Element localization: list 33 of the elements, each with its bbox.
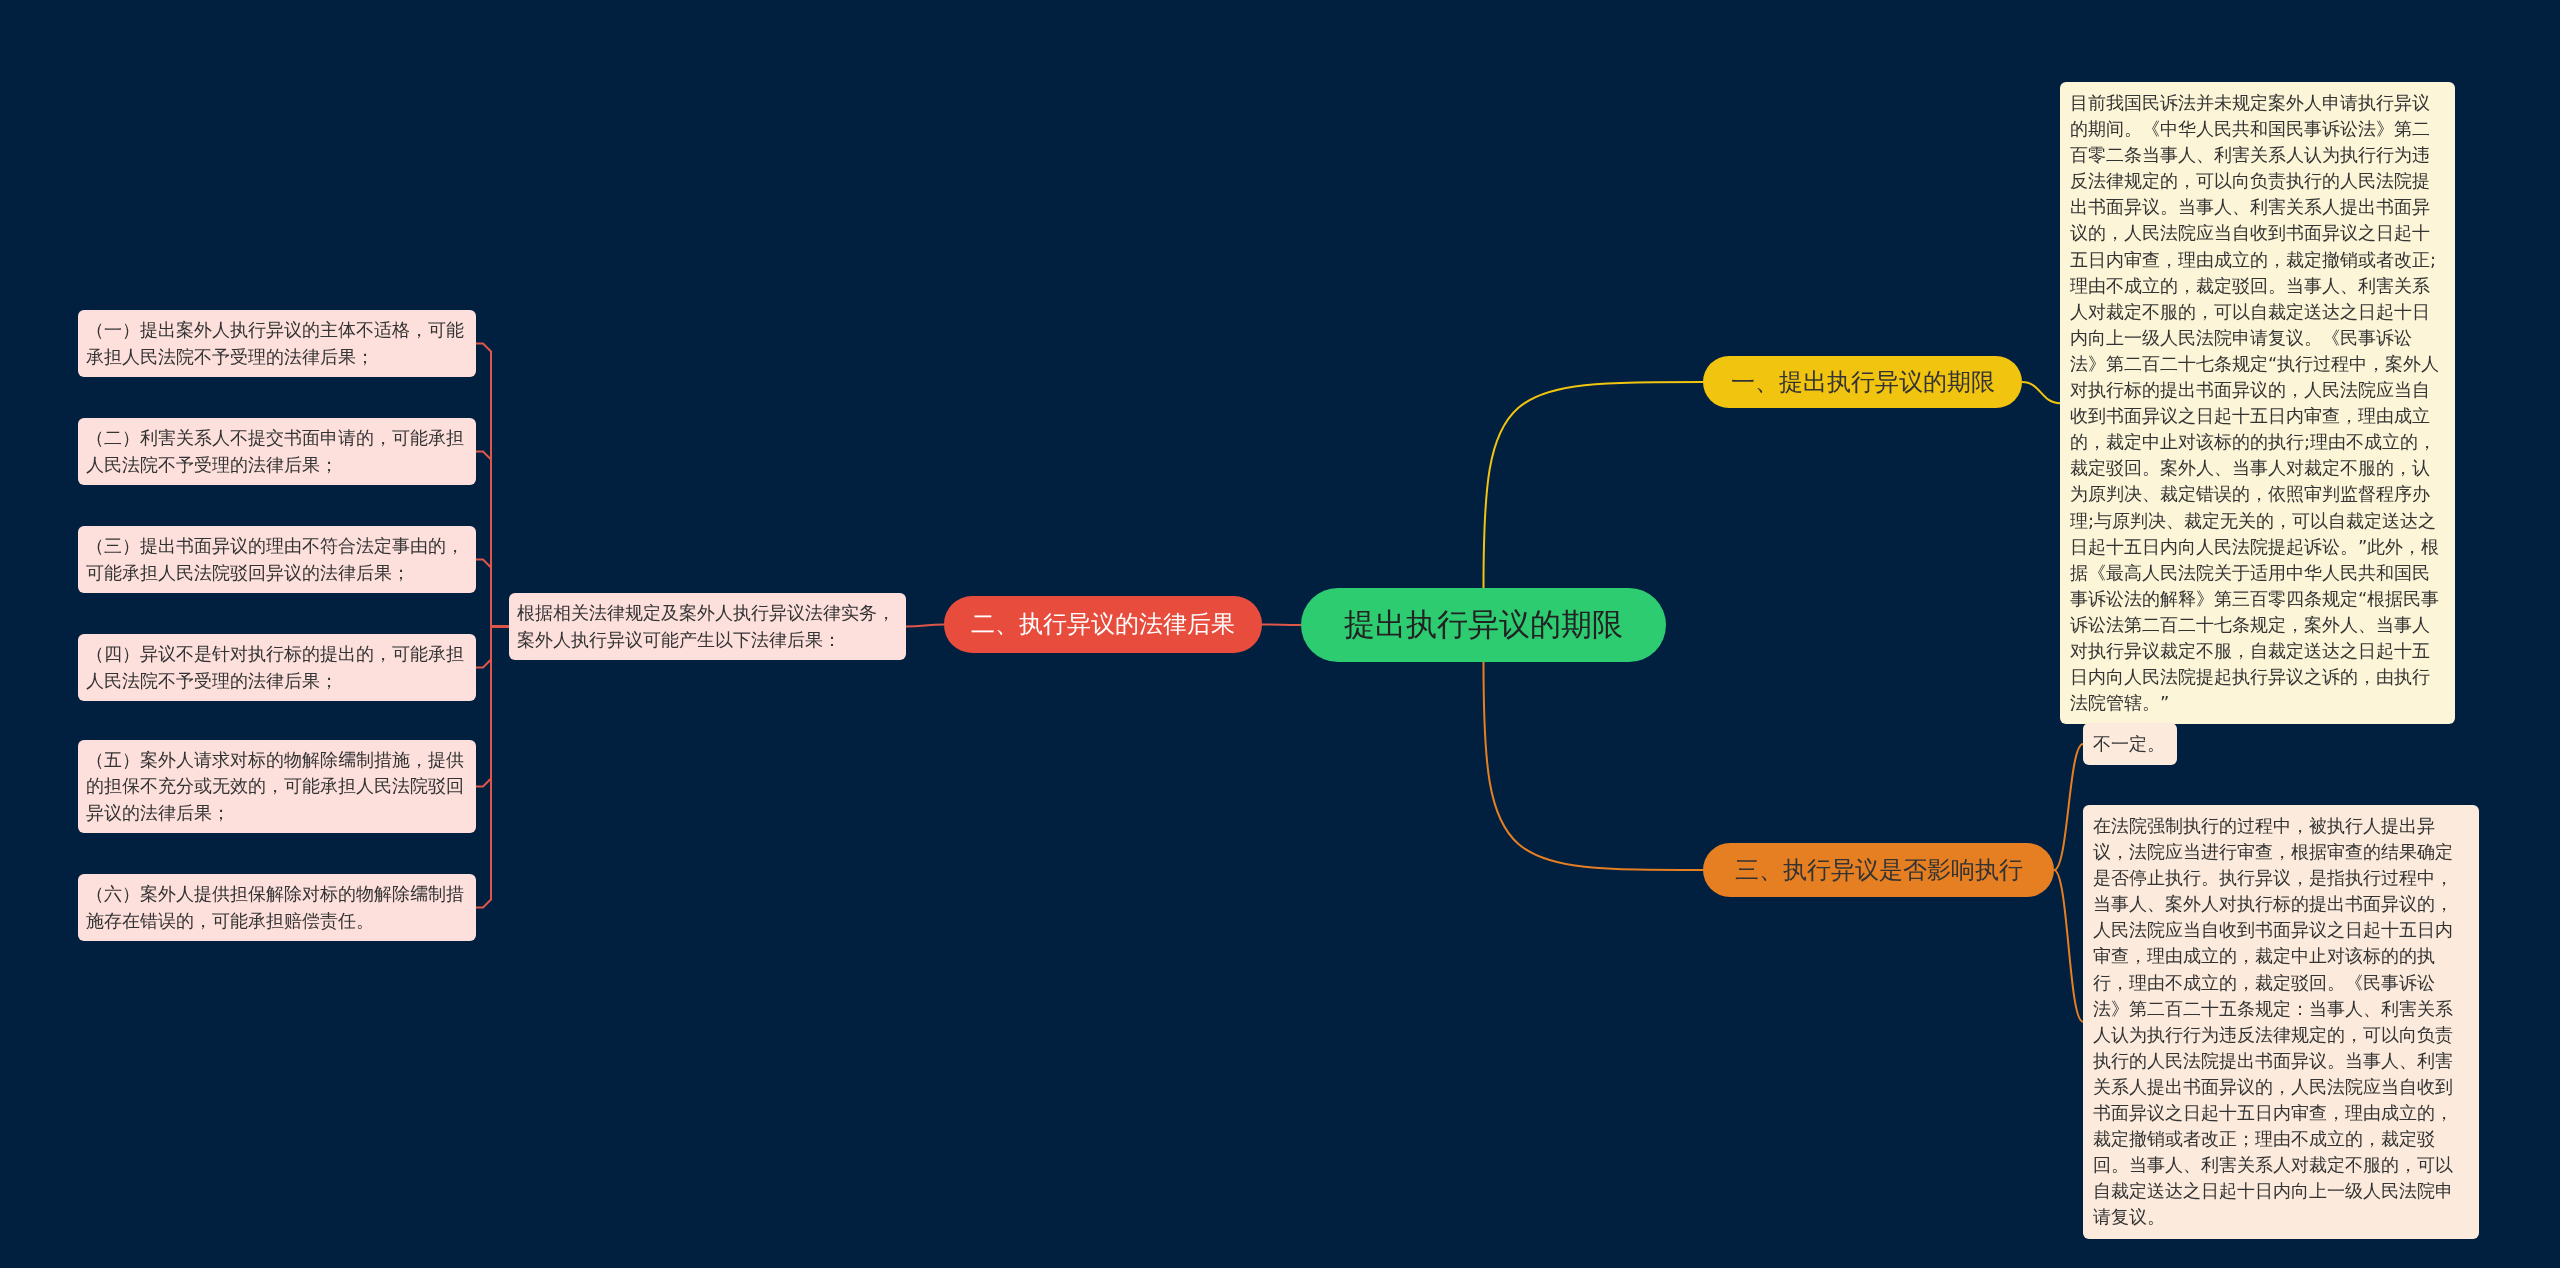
text-card [78,634,476,701]
connector-line [475,625,510,909]
card-text: （二）利害关系人不提交书面申请的，可能承担人民法院不予受理的法律后果； [86,426,465,477]
topic-label: 一、提出执行异议的期限 [1730,367,1995,397]
card-text: （六）案外人提供担保解除对标的物解除𦈡制措施存在错误的，可能承担赔偿责任。 [86,882,465,933]
topic-label: 提出执行异议的期限 [1344,606,1623,644]
card-text: （五）案外人请求对标的物解除𦈡制措施，提供的担保不充分或无效的，可能承担人民法院驳回异议的法律后果； [86,748,465,825]
card-text: 根据相关法律规定及案外人执行异议法律实务，案外人执行异议可能产生以下法律后果： [517,601,896,652]
topic-label: 三、执行异议是否影响执行 [1734,855,2023,885]
card-text: （三）提出书面异议的理由不符合法定事由的，可能承担人民法院驳回异议的法律后果； [86,534,465,585]
card-text: 目前我国民诉法并未规定案外人申请执行异议的期间。《中华人民共和国民事诉讼法》第二百零二条当事人、利害关系人认为执行行为违反法律规定的，可以向负责执行的人民法院提出书面异议。当事人、利害关系人提出书面异议的，人民法院应当自收到书面异议之日起十五日内审查，理由成立的，裁定撤销或者改正;理由不成立的，裁定驳回。当事人、利害关系人对裁定不服的，可以自裁定送达之日起十日内向上一级人民法院申请复议。《民事诉讼法》第二百二十七条规定“执行过程中，案外人对执行标的提出书面异议的，人民法院应当自收到书面异议之日起十五日内审查，理由成立的，裁定中止对该标的的执行;理由不成立的，裁定驳回。案外人、当事人对裁定不服的，认为原判决、裁定错误的，依照审判监督程序办理;与原判决、裁定无关的，可以自裁定送达之日起十五日内向人民法院提起诉讼。”此外，根据《最高人民法院关于适用中华人民共和国民事诉讼法的解释》第三百零四条规定“根据民事诉讼法第二百二十七条规定，案外人、当事人对执行异议裁定不服，自裁定送达之日起十五日内向人民法院提起执行异议之诉的，由执行法院管辖。” [2070,91,2441,716]
connector-line [1482,381,1704,589]
branch-topic [1703,356,2022,408]
connector-line [2053,869,2084,1023]
card-text: 在法院强制执行的过程中，被执行人提出异议，法院应当进行审查，根据审查的结果确定是否停止执行。执行异议，是指执行过程中，当事人、案外人对执行标的提出书面异议的，人民法院应当自收到书面异议之日起十五日内审查，理由成立的，裁定中止对该标的的执行，理由不成立的，裁定驳回。《民事诉讼法》第二百二十五条规定：当事人、利害关系人认为执行行为违反法律规定的，可以向负责执行的人民法院提出书面异议。当事人、利害关系人提出书面异议的，人民法院应当自收到书面异议之日起十五日内审查，理由成立的，裁定撤销或者改正；理由不成立的，裁定驳回。当事人、利害关系人对裁定不服的，可以自裁定送达之日起十日内向上一级人民法院申请复议。 [2093,814,2454,1230]
text-card [509,593,906,660]
connector-line [1261,623,1302,626]
connector-line [905,623,945,628]
text-card [78,418,476,485]
connector-line [2021,381,2061,405]
card-text: （一）提出案外人执行异议的主体不适格，可能承担人民法院不予受理的法律后果； [86,318,465,369]
topic-label: 二、执行异议的法律后果 [971,610,1235,639]
text-card [78,740,476,833]
text-card [78,310,476,377]
text-card [2083,723,2177,766]
branch-topic [1703,843,2054,897]
card-text: （四）异议不是针对执行标的提出的，可能承担人民法院不予受理的法律后果； [86,642,465,693]
connector-line [2053,743,2084,871]
text-card [78,874,476,941]
card-text: 不一定。 [2093,732,2165,756]
connector-line [1482,661,1704,871]
text-card [78,526,476,593]
branch-topic [944,596,1262,653]
